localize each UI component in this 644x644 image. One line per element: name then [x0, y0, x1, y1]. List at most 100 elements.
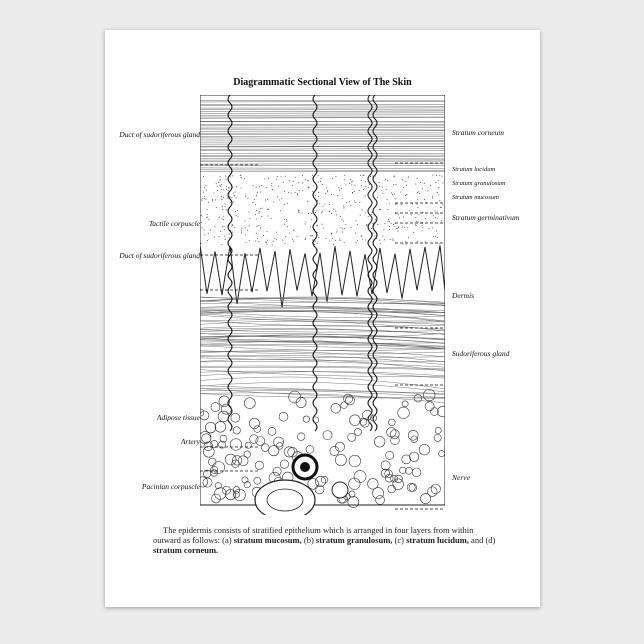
epidermis-stipple [222, 215, 224, 217]
epidermis-stipple [379, 208, 381, 210]
epidermis-stipple [266, 187, 268, 189]
epidermis-stipple [231, 197, 233, 199]
epidermis-stipple [261, 215, 263, 217]
adipose-cell [201, 433, 212, 444]
adipose-cell [373, 436, 386, 448]
epidermis-stipple [438, 186, 440, 188]
epidermis-stipple [210, 229, 212, 231]
epidermis-stipple [314, 240, 316, 242]
epidermis-stipple [261, 207, 263, 209]
epidermis-stipple [415, 217, 417, 219]
epidermis-stipple [357, 240, 359, 242]
adipose-cell [384, 469, 393, 478]
adipose-cell [272, 466, 282, 476]
epidermis-stipple [218, 216, 220, 218]
adipose-cell [254, 460, 264, 470]
epidermis-stipple [432, 215, 434, 217]
adipose-cell [388, 418, 396, 427]
epidermis-stipple [223, 225, 225, 227]
epidermis-stipple [371, 213, 373, 215]
epidermis-stipple [399, 217, 401, 219]
dermis-fiber [200, 320, 445, 327]
epidermis-stipple [397, 226, 399, 228]
epidermis-stipple [224, 203, 226, 205]
epidermis-stipple [202, 198, 204, 200]
adipose-cell [307, 478, 319, 490]
epidermis-stipple [339, 215, 341, 217]
epidermis-stipple [328, 210, 330, 212]
epidermis-stipple [390, 223, 392, 225]
epidermis-stipple [379, 239, 381, 241]
dermis-fiber [200, 344, 445, 350]
adipose-cell [375, 495, 385, 505]
epidermis-stipple [201, 222, 203, 224]
epidermis-stipple [266, 243, 268, 245]
epidermis-stipple [260, 191, 262, 193]
epidermis-stipple [262, 234, 264, 236]
adipose-cell [406, 483, 416, 492]
epidermis-stipple [343, 242, 345, 244]
dermal-papillae [200, 244, 445, 308]
epidermis-stipple [406, 194, 408, 196]
epidermis-stipple [365, 212, 367, 214]
epidermis-stipple [200, 242, 202, 244]
epidermis-stipple [389, 238, 391, 240]
epidermis-stipple [378, 182, 380, 184]
adipose-cell [200, 476, 209, 488]
epidermis-stipple [298, 190, 300, 192]
epidermis-stipple [404, 226, 406, 228]
dermis-fiber [200, 339, 445, 349]
epidermis-stipple [374, 235, 376, 237]
epidermis-stipple [339, 189, 341, 191]
epidermis-stipple [388, 220, 390, 222]
poster: Diagrammatic Sectional View of The Skin … [105, 30, 540, 607]
adipose-cell [218, 440, 226, 449]
epidermis-stipple [228, 193, 230, 195]
epidermis-stipple [394, 225, 396, 227]
epidermis-stipple [267, 239, 269, 241]
epidermis-stipple [340, 227, 342, 229]
epidermis-stipple [223, 229, 225, 231]
caption-sep-d: and (d) [468, 535, 496, 545]
epidermis-stipple [359, 214, 361, 216]
epidermis-stipple [258, 240, 260, 242]
epidermis-stipple [241, 230, 243, 232]
epidermis-stipple [284, 223, 286, 225]
sweat-duct [312, 95, 318, 432]
dermis-fiber [200, 385, 445, 394]
epidermis-stipple [350, 226, 352, 228]
epidermis-stipple [206, 217, 208, 219]
pacinian-corpuscle [254, 479, 316, 515]
adipose-cell [295, 397, 307, 408]
epidermis-stipple [359, 201, 361, 203]
epidermis-stipple [431, 197, 433, 199]
epidermis-stipple [331, 194, 333, 196]
epidermis-stipple [351, 181, 353, 183]
epidermis-stipple [349, 182, 351, 184]
epidermis-stipple [328, 240, 330, 242]
epidermis-stipple [259, 227, 261, 229]
epidermis-stipple [442, 204, 444, 206]
epidermis-stipple [384, 179, 386, 181]
adipose-cell [348, 490, 356, 498]
epidermis-stipple [227, 189, 229, 191]
dermis-fiber [200, 376, 445, 390]
dermis-fiber [200, 335, 445, 344]
epidermis-stipple [228, 187, 230, 189]
epidermis-stipple [437, 180, 439, 182]
epidermis-stipple [264, 178, 266, 180]
sweat-duct [372, 95, 378, 432]
epidermis-stipple [244, 178, 246, 180]
epidermis-stipple [405, 181, 407, 183]
epidermis-stipple [395, 183, 397, 185]
epidermis-stipple [220, 185, 222, 187]
dermis-fiber [200, 329, 445, 333]
adipose-cell [401, 454, 411, 465]
epidermis-stipple [222, 219, 224, 221]
adipose-cell [430, 407, 439, 416]
label-stratum-lucidum: Stratum lucidum [452, 166, 496, 173]
epidermis-stipple [302, 182, 304, 184]
epidermis-stipple [245, 241, 247, 243]
epidermis-stipple [388, 218, 390, 220]
epidermis-stipple [420, 181, 422, 183]
